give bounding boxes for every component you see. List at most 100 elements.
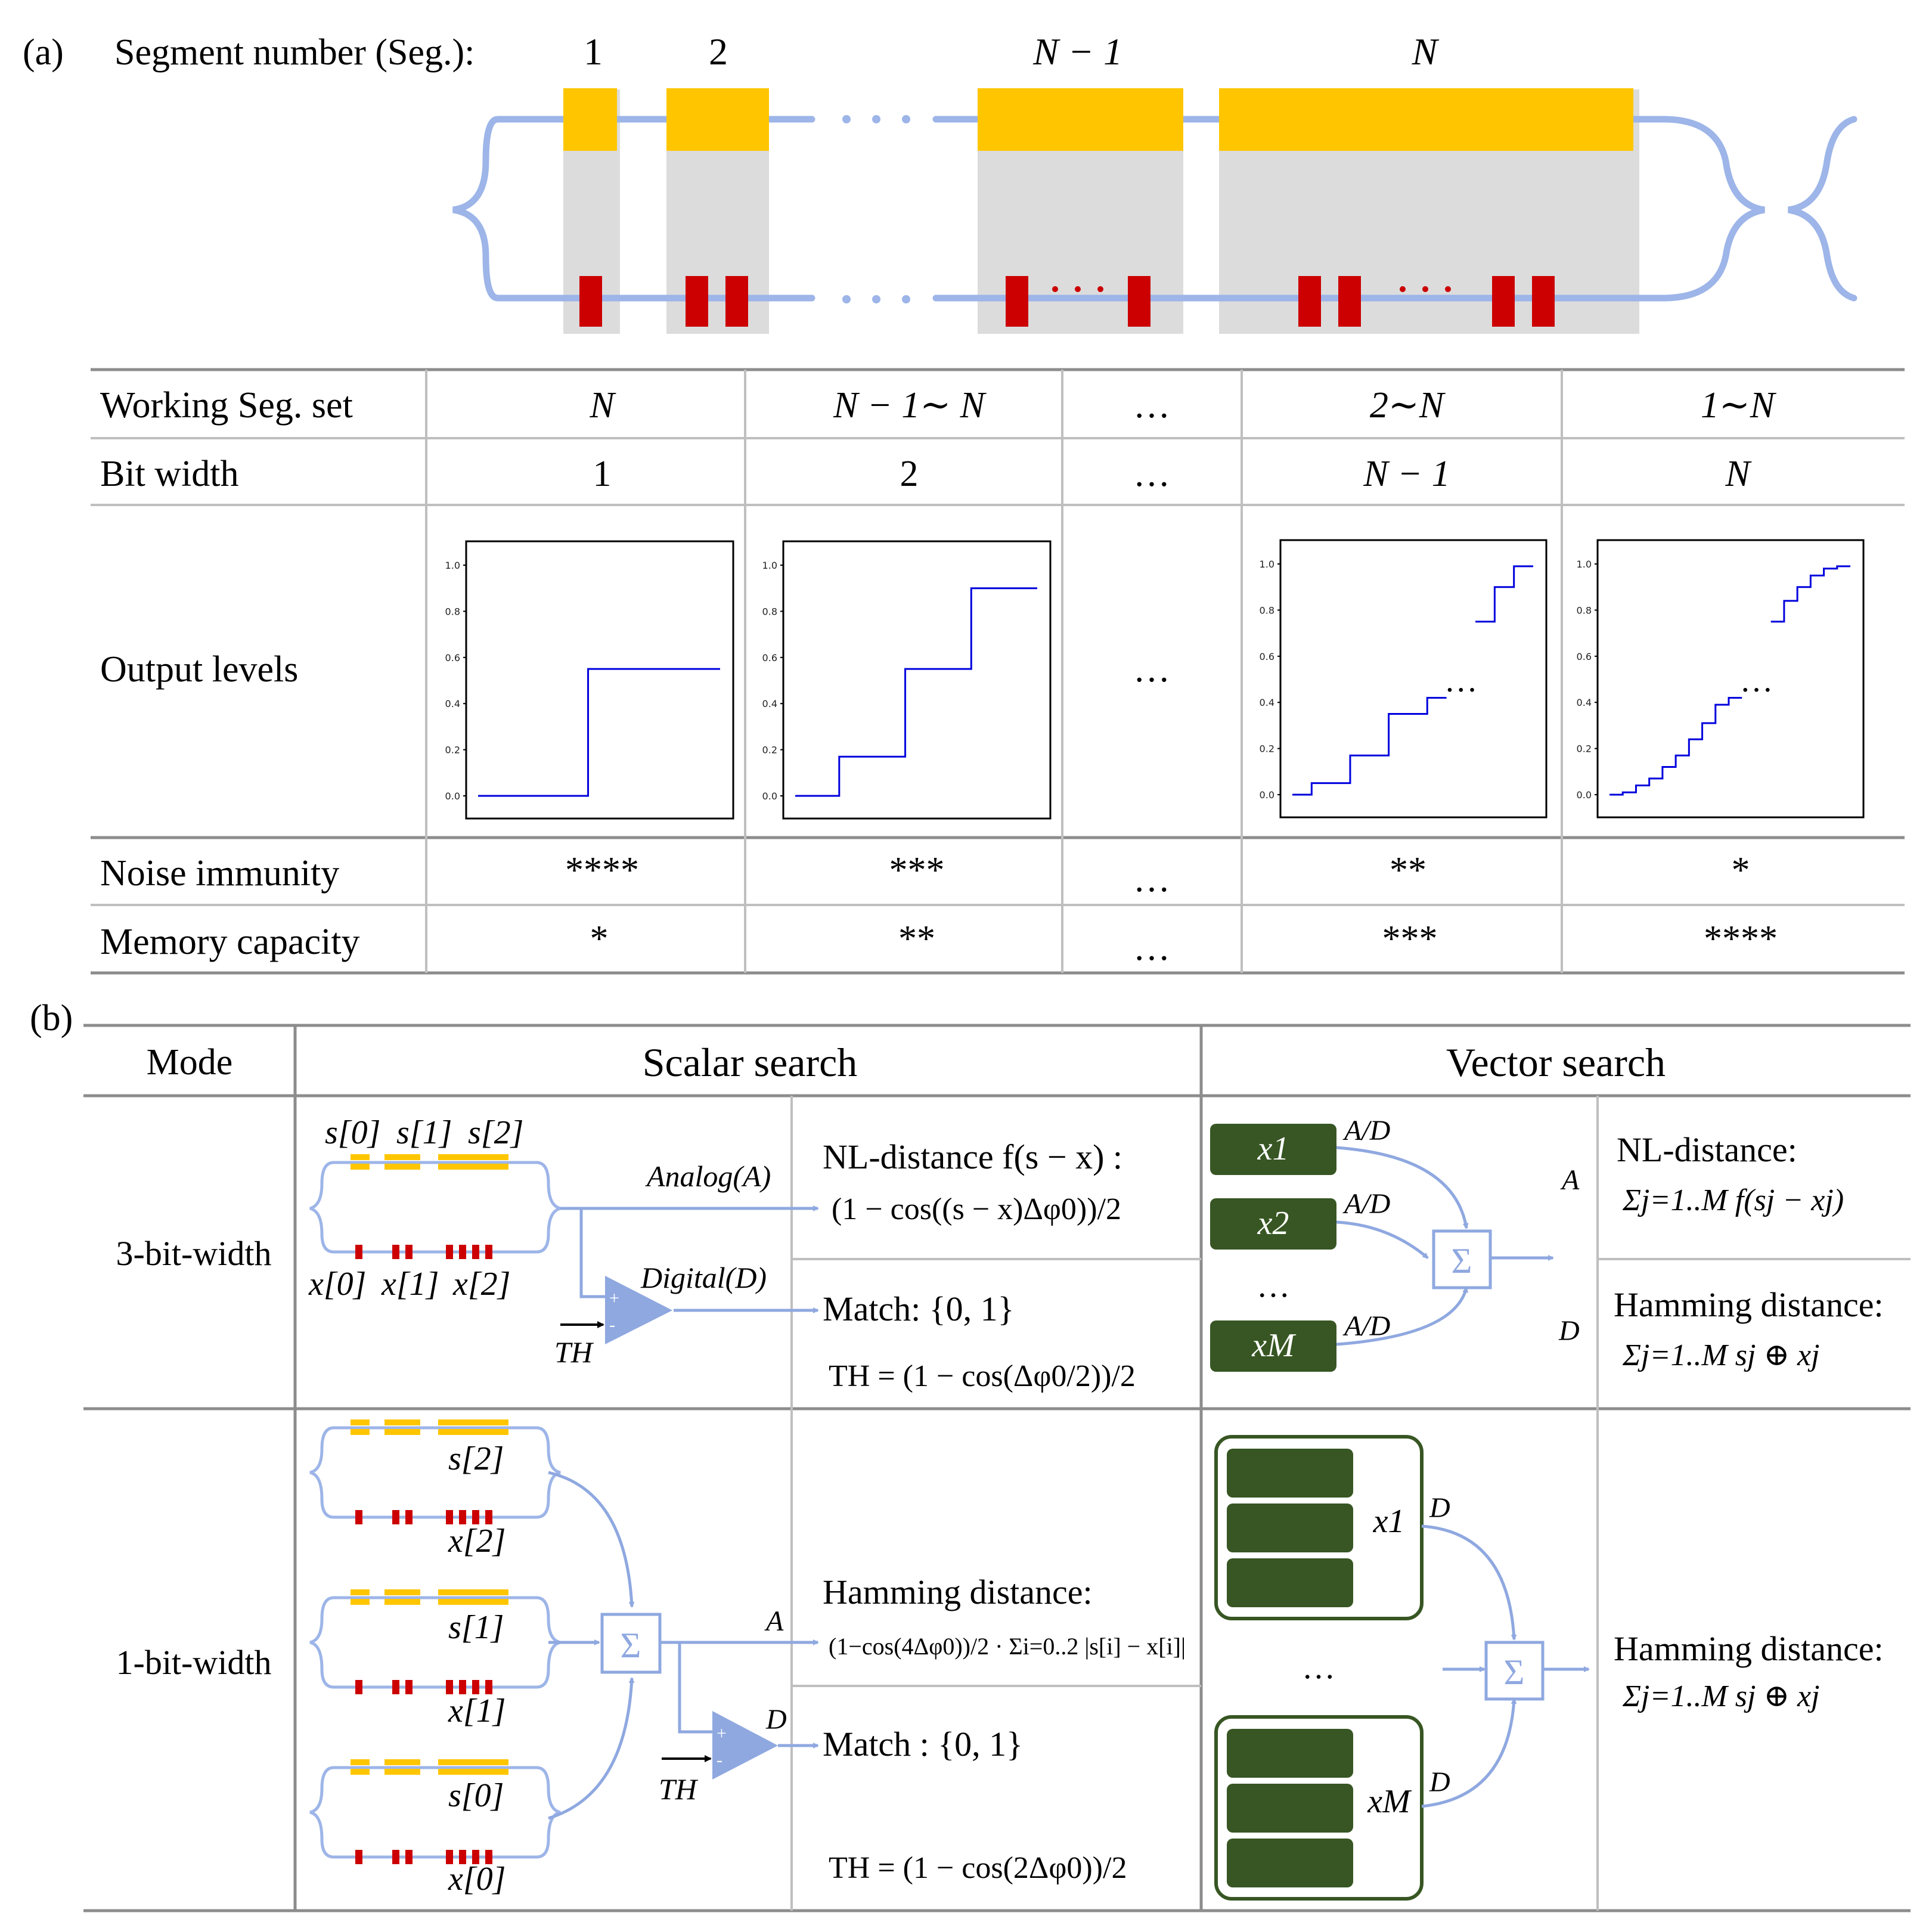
plot-4-tick-3: 0.6 bbox=[1577, 651, 1592, 662]
plot-4-gap-dots: … bbox=[1739, 662, 1773, 699]
th-formula-1bit: TH = (1 − cos(2Δφ0))/2 bbox=[829, 1851, 1127, 1885]
label-analog: Analog(A) bbox=[645, 1160, 771, 1193]
vec-nl-formula: Σj=1..M f(sj − xj) bbox=[1622, 1183, 1844, 1217]
vec-ham-formula-row2: Σj=1..M sj ⊕ xj bbox=[1622, 1679, 1820, 1713]
cell-noise-4: ** bbox=[1390, 850, 1426, 891]
segment-number-n: N bbox=[1412, 30, 1440, 73]
label-r2-s1: s[1] bbox=[448, 1609, 504, 1646]
cell-memory-4: *** bbox=[1382, 919, 1438, 959]
label-vec-dots: … bbox=[1257, 1267, 1290, 1304]
label-x0: x[0] bbox=[308, 1266, 366, 1303]
plot-1-tick-1: 0.2 bbox=[445, 745, 460, 756]
vec-ham-title-row2: Hamming distance: bbox=[1614, 1629, 1884, 1668]
cell-memory-5: **** bbox=[1704, 919, 1778, 959]
plot-3-gap-dots: … bbox=[1444, 662, 1478, 699]
plot-3-tick-2: 0.4 bbox=[1260, 697, 1274, 708]
label-r2-s2: s[2] bbox=[448, 1440, 504, 1477]
plot-4-tick-0: 0.0 bbox=[1577, 789, 1592, 801]
mini-ring-1bit-3 bbox=[309, 1759, 561, 1864]
plot-frame-3 bbox=[1279, 539, 1548, 819]
label-s1: s[1] bbox=[396, 1114, 452, 1151]
plot-2-tick-1: 0.2 bbox=[762, 745, 777, 756]
memory-block-x1 bbox=[1210, 1124, 1336, 1175]
cell-memory-1: * bbox=[590, 919, 609, 959]
plot-3-tick-0: 0.0 bbox=[1260, 789, 1274, 801]
plot-frame-4 bbox=[1596, 539, 1865, 819]
cell-bit-width-4: N − 1 bbox=[1363, 454, 1450, 494]
panel-a: (a) Segment number (Seg.): 1 2 N − 1 N bbox=[23, 30, 1905, 975]
sum-symbol-row2-scalar: Σ bbox=[621, 1626, 641, 1665]
row2-vector: x1 … xM Σ D D bbox=[1214, 1435, 1590, 1901]
plot-2-tick-4: 0.8 bbox=[762, 606, 777, 617]
header-scalar-search: Scalar search bbox=[643, 1040, 858, 1085]
cell-bit-width-2: 2 bbox=[900, 454, 919, 494]
label-r2-vec-xm: xM bbox=[1367, 1783, 1412, 1820]
plot-1-series-1 bbox=[478, 668, 720, 797]
memory-block-xm bbox=[1210, 1320, 1336, 1372]
cell-bit-width-3: … bbox=[1133, 454, 1170, 494]
sum-node-row2-scalar bbox=[600, 1613, 662, 1674]
label-digital: Digital(D) bbox=[640, 1261, 767, 1294]
heaters bbox=[563, 88, 1633, 151]
label-r2-vec-x1: x1 bbox=[1373, 1503, 1405, 1540]
match-3bit: Match: {0, 1} bbox=[823, 1289, 1014, 1328]
cell-bit-width-1: 1 bbox=[593, 454, 612, 494]
plot-3-series-2 bbox=[1475, 565, 1533, 623]
row2-ring-labels: s[2] x[2] s[1] x[1] s[0] x[0] bbox=[448, 1440, 506, 1898]
row-label-output-levels: Output levels bbox=[100, 649, 298, 690]
heater-n bbox=[1219, 88, 1633, 151]
label-vec-xm: xM bbox=[1251, 1327, 1297, 1364]
plot-4-series-2 bbox=[1770, 565, 1850, 623]
sum-symbol-row2-vector: Σ bbox=[1504, 1653, 1525, 1692]
cell-memory-2: ** bbox=[898, 919, 935, 959]
cell-working-seg-2: N − 1∼ N bbox=[833, 385, 987, 426]
plot-1-tick-2: 0.4 bbox=[445, 698, 460, 709]
label-vec-x2: x2 bbox=[1257, 1205, 1289, 1242]
heater-1 bbox=[563, 88, 617, 151]
mini-rings-1bit bbox=[309, 1419, 561, 1864]
row-label-bit-width: Bit width bbox=[100, 454, 239, 494]
th-formula-3bit: TH = (1 − cos(Δφ0/2))/2 bbox=[829, 1359, 1136, 1393]
ring-waveguide bbox=[452, 116, 1857, 302]
table-a-values: N N − 1∼ N … 2∼N 1∼N 1 2 … N − 1 N … ***… bbox=[565, 385, 1778, 968]
svg-text:+: + bbox=[717, 1723, 727, 1743]
cell-working-seg-4: 2∼N bbox=[1370, 385, 1446, 426]
sum-node-row2-vector bbox=[1484, 1641, 1545, 1701]
nl-distance-formula: (1 − cos((s − x)Δφ0))/2 bbox=[832, 1192, 1121, 1226]
row1-scalar-connectors bbox=[560, 1205, 819, 1313]
label-r2-a: A bbox=[764, 1605, 784, 1637]
cell-noise-2: *** bbox=[889, 850, 945, 891]
ham-title-scalar: Hamming distance: bbox=[823, 1573, 1093, 1611]
table-a-grid bbox=[91, 368, 1905, 975]
label-r2-x0: x[0] bbox=[448, 1861, 506, 1898]
heater-n-minus-1 bbox=[978, 88, 1183, 151]
memory-block-x2 bbox=[1210, 1198, 1336, 1250]
label-r2-vec-dots: … bbox=[1302, 1649, 1335, 1686]
label-vec-a: A bbox=[1560, 1164, 1580, 1196]
panel-a-label: (a) bbox=[23, 32, 64, 73]
label-ad-2: A/D bbox=[1342, 1188, 1390, 1220]
cell-noise-3: … bbox=[1133, 859, 1170, 900]
svg-text:+: + bbox=[609, 1288, 619, 1308]
plot-2-series-1 bbox=[795, 587, 1037, 797]
plot-2-tick-2: 0.4 bbox=[762, 698, 777, 709]
label-s0: s[0] bbox=[325, 1114, 380, 1151]
plot-4-series-1 bbox=[1610, 696, 1742, 796]
vec-ham-formula-row1: Σj=1..M sj ⊕ xj bbox=[1622, 1338, 1820, 1372]
plot-3-tick-1: 0.2 bbox=[1260, 743, 1274, 755]
segment-number-2: 2 bbox=[709, 30, 728, 73]
cell-output-levels-3: … bbox=[1133, 649, 1170, 690]
svg-text:-: - bbox=[717, 1750, 722, 1770]
plot-1-tick-4: 0.8 bbox=[445, 606, 460, 617]
plot-1-tick-5: 1.0 bbox=[445, 560, 460, 571]
label-ad-1: A/D bbox=[1342, 1115, 1390, 1146]
row2-scalar-connectors bbox=[548, 1471, 819, 1820]
label-r2-vec-d2: D bbox=[1429, 1766, 1450, 1798]
plot-frame-2 bbox=[782, 540, 1052, 820]
plot-1-tick-0: 0.0 bbox=[445, 790, 460, 802]
panel-b-label: (b) bbox=[30, 998, 73, 1038]
vec-ham-title-row1: Hamming distance: bbox=[1614, 1285, 1884, 1324]
label-vec-x1: x1 bbox=[1257, 1130, 1289, 1167]
plot-frame-1 bbox=[465, 540, 734, 820]
